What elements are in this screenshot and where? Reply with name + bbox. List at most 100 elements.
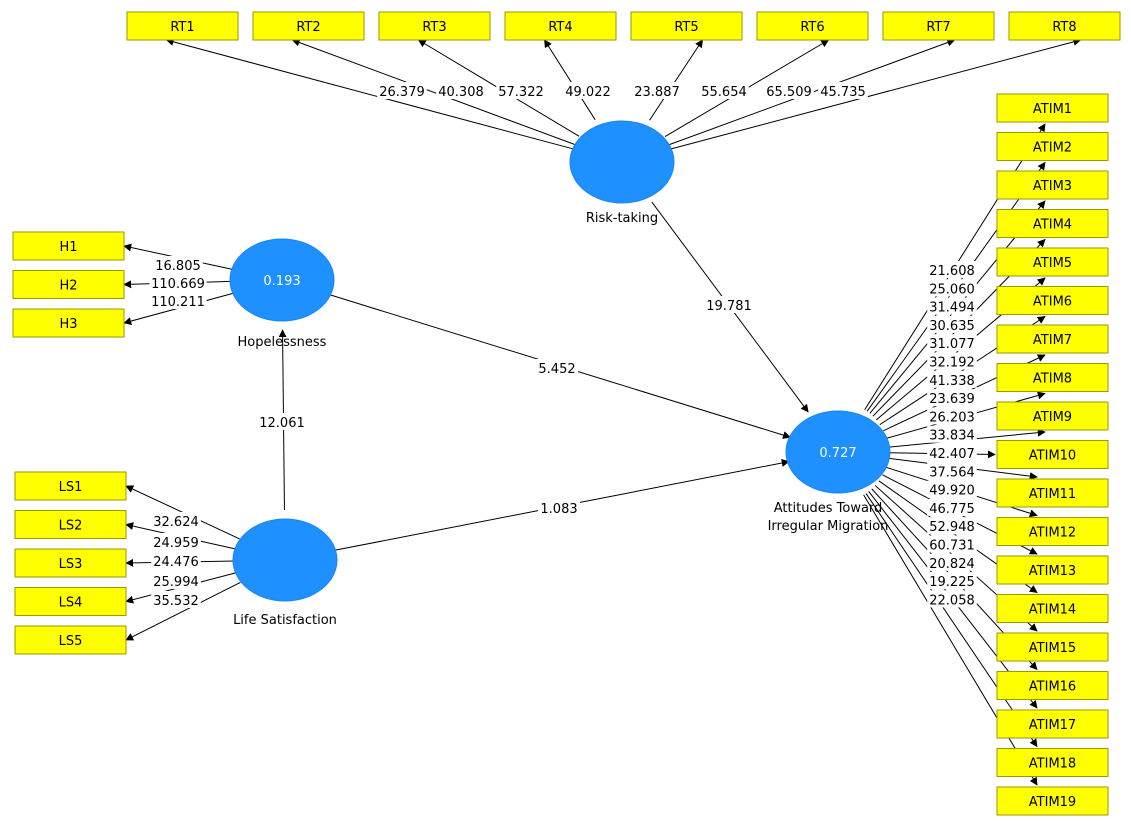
indicator-rt4[interactable]: RT4 [504,11,617,41]
indicator-atim4[interactable]: ATIM4 [996,209,1109,238]
outer-value-atim18: 19.225 [929,575,975,590]
outer-value-atim10-bg [927,425,977,443]
outer-value-ls5: 35.532 [153,594,199,609]
latent-label: Attitudes Toward [774,501,883,516]
outer-value-rt2-group: 40.308 [436,82,486,100]
indicator-label: ATIM2 [1033,141,1072,156]
indicator-atim11[interactable]: ATIM11 [996,478,1109,508]
indicator-atim9[interactable]: ATIM9 [996,401,1109,431]
path-ls-to-atim-value-group: 1.083 [538,499,580,517]
path-ls-to-hope-value: 12.061 [259,416,305,431]
indicator-atim6[interactable]: ATIM6 [996,286,1109,315]
outer-value-rt4-group: 49.022 [563,82,613,100]
indicator-atim19[interactable]: ATIM19 [996,786,1109,816]
indicator-h1[interactable]: H1 [12,231,125,261]
indicator-rt2[interactable]: RT2 [252,11,365,41]
outer-value-atim9: 26.203 [929,410,975,425]
indicator-ls4[interactable]: LS4 [14,587,127,616]
indicator-box [996,709,1109,739]
indicator-label: ATIM9 [1033,410,1072,425]
outer-value-atim1-group: 21.608 [927,261,977,279]
outer-value-atim2: 25.060 [929,282,975,297]
outer-value-atim12-group: 37.564 [927,462,977,480]
outer-value-rt1-bg [377,82,427,99]
outer-value-rt7: 65.509 [766,85,812,100]
outer-value-atim17: 20.824 [929,557,975,572]
indicator-label: ATIM17 [1029,718,1076,733]
indicator-ls2[interactable]: LS2 [14,510,127,539]
outer-value-atim3: 31.494 [929,301,975,316]
outer-value-rt2-bg [436,82,486,99]
outer-value-rt6: 55.654 [701,85,747,100]
latent-ls[interactable]: Life Satisfaction [232,518,338,628]
indicator-rt1[interactable]: RT1 [126,11,239,41]
outer-value-rt5: 23.887 [634,85,680,100]
indicator-atim18[interactable]: ATIM18 [996,748,1109,777]
latent-label: Hopelessness [238,335,327,350]
path-ls-to-hope-value-bg [257,413,307,430]
indicator-ls5[interactable]: LS5 [14,625,127,655]
indicator-rt3[interactable]: RT3 [378,11,491,41]
indicator-ls3[interactable]: LS3 [14,548,127,578]
indicator-rt7[interactable]: RT7 [882,11,995,41]
indicator-label: RT3 [422,20,446,35]
latent-circle [569,120,675,204]
indicator-label: ATIM19 [1029,795,1076,810]
indicator-atim7[interactable]: ATIM7 [996,324,1109,354]
indicator-atim8[interactable]: ATIM8 [996,363,1109,392]
latent-label: Irregular Migration [768,519,889,534]
indicator-label: ATIM5 [1033,256,1072,271]
indicator-atim15[interactable]: ATIM15 [996,632,1109,662]
outer-value-atim9-group: 26.203 [927,407,977,425]
indicator-atim5[interactable]: ATIM5 [996,247,1109,277]
indicator-atim1[interactable]: ATIM1 [996,93,1109,123]
indicator-atim12[interactable]: ATIM12 [996,517,1109,546]
latent-rt[interactable]: Risk-taking [569,120,675,226]
indicator-ls1[interactable]: LS1 [14,471,127,501]
outer-value-atim8-group: 23.639 [927,389,977,407]
outer-edge-atim18 [865,493,1038,748]
indicator-atim16[interactable]: ATIM16 [996,671,1109,700]
indicator-rt6[interactable]: RT6 [756,11,869,41]
outer-value-ls4-bg [151,572,201,589]
outer-value-atim11-group: 42.407 [927,444,977,462]
indicator-rt8[interactable]: RT8 [1008,11,1121,41]
outer-value-rt1: 26.379 [379,85,425,100]
outer-value-atim16-group: 60.731 [927,535,977,554]
indicator-box [996,555,1109,585]
indicator-box [12,308,125,338]
outer-value-ls3: 24.476 [153,555,199,570]
indicator-atim14[interactable]: ATIM14 [996,594,1109,623]
indicator-rt5[interactable]: RT5 [630,11,743,41]
outer-value-atim13-group: 49.920 [927,480,977,499]
outer-value-h2-bg [149,274,207,291]
outer-value-ls2: 24.959 [153,536,199,551]
latent-label: Life Satisfaction [233,613,337,628]
outer-value-atim8-bg [927,389,977,407]
indicator-atim2[interactable]: ATIM2 [996,132,1109,161]
outer-edge-rt1 [165,37,574,150]
r-squared-value: 0.727 [819,446,856,461]
indicator-h2[interactable]: H2 [12,270,125,299]
indicator-atim10[interactable]: ATIM10 [996,440,1109,469]
indicator-label: RT2 [296,20,320,35]
indicator-atim13[interactable]: ATIM13 [996,555,1109,585]
indicator-atim3[interactable]: ATIM3 [996,170,1109,200]
indicator-box [14,587,127,616]
outer-value-atim6-bg [927,352,977,370]
indicator-label: H1 [59,240,77,255]
outer-value-atim14: 46.775 [929,502,975,517]
indicator-atim17[interactable]: ATIM17 [996,709,1109,739]
indicator-label: ATIM8 [1033,372,1072,387]
indicator-box [996,209,1109,238]
indicator-box [996,286,1109,315]
outer-value-rt3-bg [496,82,546,99]
indicator-h3[interactable]: H3 [12,308,125,338]
path-rt-to-atim-value-bg [704,296,754,313]
outer-value-atim7-group: 41.338 [927,370,977,389]
outer-value-rt7-bg [764,82,814,99]
outer-value-ls5-bg [151,591,201,608]
outer-value-atim6-group: 32.192 [927,352,977,371]
